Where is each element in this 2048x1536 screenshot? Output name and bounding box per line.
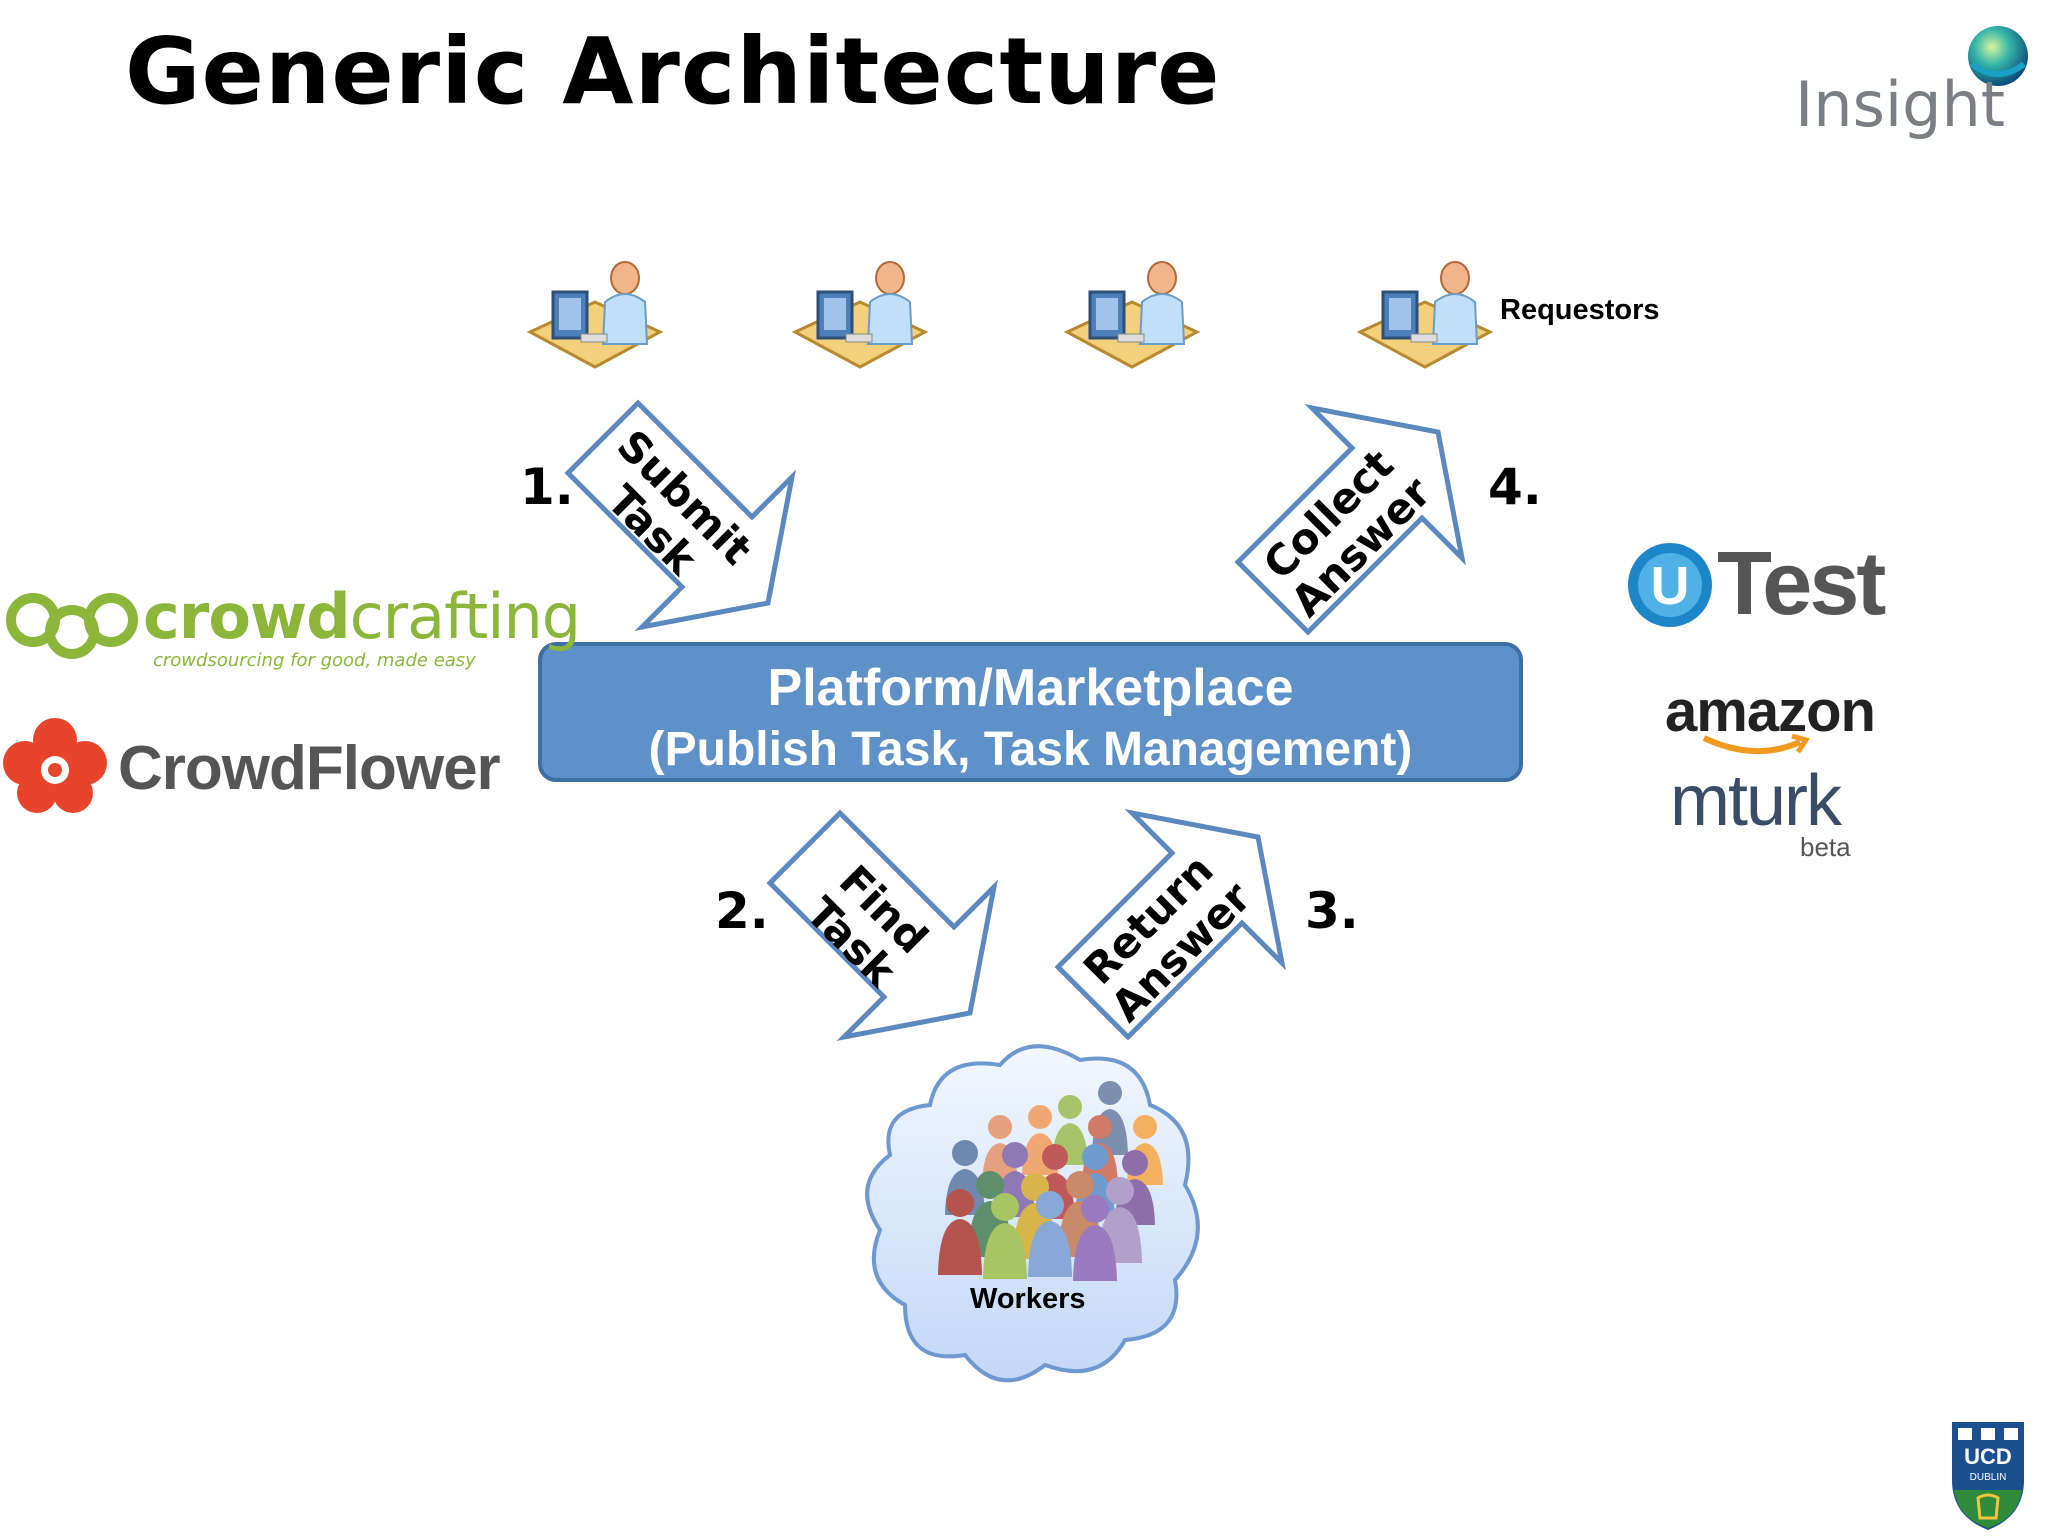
insight-globe-icon [1968, 26, 2028, 86]
svg-text:UCD: UCD [1964, 1444, 2012, 1469]
workers-cloud [865, 1044, 1200, 1383]
platform-marketplace-box: Platform/Marketplace (Publish Task, Task… [538, 642, 1523, 782]
requestor-computer-icon [1063, 261, 1201, 369]
find-task-arrow [766, 809, 998, 1041]
amazon-smile-icon [1702, 733, 1810, 755]
platform-subtitle: (Publish Task, Task Management) [648, 723, 1413, 776]
step-3-number: 3. [1305, 882, 1359, 940]
svg-text:DUBLIN: DUBLIN [1970, 1472, 2007, 1483]
ucd-crest-icon: UCD DUBLIN [1952, 1422, 2024, 1530]
submit-task-arrow [564, 399, 796, 631]
crowdcrafting-logo: crowdcrafting crowdsourcing for good, ma… [5, 580, 581, 680]
requestor-computer-icon [791, 261, 929, 369]
crowd-people-icon [938, 1081, 1163, 1281]
mturk-wordmark: mturk [1670, 761, 1842, 841]
svg-text:U: U [1651, 556, 1690, 616]
step-1-number: 1. [520, 458, 574, 516]
insight-wordmark: Insight [1795, 68, 2006, 141]
utest-wordmark: Test [1717, 534, 1886, 634]
amazon-wordmark: amazon [1665, 679, 1876, 744]
mturk-beta-label: beta [1800, 832, 1851, 862]
slide-title: Generic Architecture [125, 18, 1221, 125]
return-answer-arrow [1054, 809, 1286, 1041]
crowdflower-wordmark: CrowdFlower [118, 734, 501, 803]
crowdflower-flower-icon [3, 718, 107, 813]
workers-label: Workers [970, 1283, 1086, 1315]
step-4-number: 4. [1488, 458, 1542, 516]
collect-answer-arrow [1234, 404, 1466, 636]
crowdflower-logo: CrowdFlower [0, 715, 520, 815]
requestor-computer-icon [526, 261, 664, 369]
crowdcrafting-rings-icon [6, 593, 138, 659]
requestor-computer-icon [1356, 261, 1494, 369]
utest-logo: U Test [1625, 534, 1905, 635]
platform-title: Platform/Marketplace [767, 659, 1294, 717]
insight-logo: Insight [1790, 18, 2040, 148]
utest-circle-icon: U [1628, 543, 1712, 627]
step-2-number: 2. [715, 882, 769, 940]
crowdcrafting-wordmark: crowdcrafting [143, 580, 581, 653]
requestors-label: Requestors [1500, 294, 1660, 326]
crowdcrafting-tagline: crowdsourcing for good, made easy [153, 650, 476, 671]
